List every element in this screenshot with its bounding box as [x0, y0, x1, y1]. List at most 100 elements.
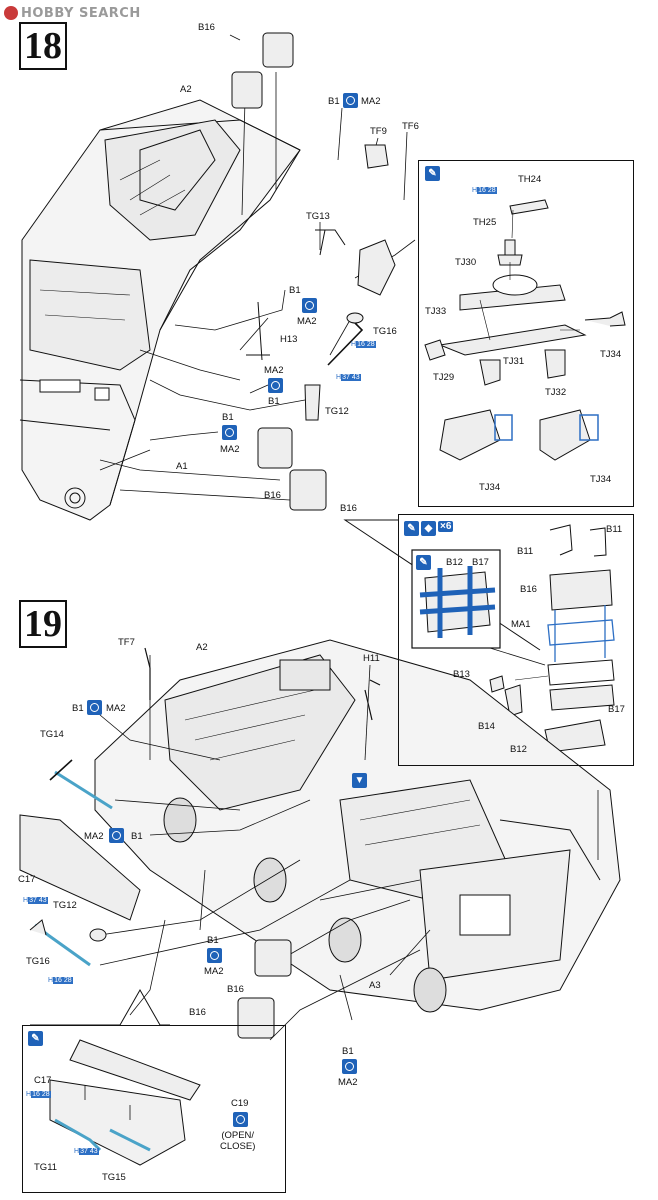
label-tf6: TF6 — [402, 121, 419, 132]
label-ma2: MA2 — [361, 96, 381, 107]
label-th25: TH25 — [473, 217, 497, 228]
label-tj31: TJ31 — [503, 356, 525, 367]
glue-icon: ✎ — [28, 1031, 43, 1046]
label-tj30: TJ30 — [455, 257, 477, 268]
label-ma2: MA2 — [338, 1077, 358, 1088]
label-b13: B13 — [453, 669, 470, 680]
label-b16: B16 — [340, 503, 357, 514]
label-c19: C19 — [231, 1098, 249, 1109]
label-ma2: MA2 — [220, 444, 240, 455]
leader-lines-step18 — [99, 34, 416, 501]
label-h13: H13 — [280, 334, 298, 345]
label-tj34: TJ34 — [590, 474, 612, 485]
cement-icon — [302, 298, 317, 313]
glue-icon: ✎ — [416, 555, 431, 570]
label-c17: C17 — [34, 1075, 52, 1086]
cement-icon — [87, 700, 102, 715]
label-tg15: TG15 — [102, 1172, 126, 1183]
label-b1: B1 — [268, 396, 280, 407]
label-ma2: MA2 — [106, 703, 126, 714]
inset19r-parts — [489, 524, 615, 753]
watermark-text: HOBBY SEARCH — [21, 5, 141, 21]
label-tj33: TJ33 — [425, 306, 447, 317]
label-b17: B17 — [608, 704, 625, 715]
label-ma2: MA2 — [264, 365, 284, 376]
label-b14: B14 — [478, 721, 495, 732]
cement-icon — [222, 425, 237, 440]
label-tg16: TG16 — [373, 326, 397, 337]
label-b16: B16 — [264, 490, 281, 501]
inset-panel-step19-right — [398, 514, 634, 766]
cement-icon — [342, 1059, 357, 1074]
label-tg11: TG11 — [34, 1162, 58, 1173]
label-b1: B1 — [207, 935, 219, 946]
inset19b-parts — [49, 1039, 201, 1166]
label-tg13: TG13 — [306, 211, 330, 222]
label-tj34: TJ34 — [479, 482, 501, 493]
label-b16: B16 — [227, 984, 244, 995]
label-tj29: TJ29 — [433, 372, 455, 383]
label-tj34: TJ34 — [600, 349, 622, 360]
cement-icon — [207, 948, 222, 963]
label-th24: TH24 — [518, 174, 542, 185]
label-tf7: TF7 — [118, 637, 135, 648]
label-tf9: TF9 — [370, 126, 387, 137]
label-tg16: TG16 — [26, 956, 50, 967]
hull-step19 — [94, 639, 621, 1013]
label-h11: H11 — [363, 653, 380, 664]
label-b17: B17 — [472, 557, 489, 568]
step-number-19: 19 — [19, 600, 67, 648]
label-b1: B1 — [131, 831, 143, 842]
open-close-note: (OPEN/ CLOSE) — [220, 1130, 256, 1152]
label-tg14: TG14 — [40, 729, 64, 740]
glue-icon: ✎ — [425, 166, 440, 181]
label-b1: B1 — [72, 703, 84, 714]
arrow-down-icon: ▼ — [352, 773, 367, 788]
label-ma2: MA2 — [84, 831, 104, 842]
label-tg12: TG12 — [325, 406, 349, 417]
label-b1: B1 — [222, 412, 234, 423]
label-a3: A3 — [369, 980, 381, 991]
label-b11: B11 — [606, 524, 623, 535]
step-number-18: 18 — [19, 22, 67, 70]
label-b1: B1 — [342, 1046, 354, 1057]
glue-icon: ✎ — [404, 521, 419, 536]
label-c17: C17 — [18, 874, 36, 885]
label-ma1: MA1 — [511, 619, 531, 630]
label-b1: B1 — [289, 285, 301, 296]
cement-icon — [268, 378, 283, 393]
label-a2: A2 — [196, 642, 208, 653]
paint-icon: ◆ — [421, 521, 436, 536]
watermark: HOBBY SEARCH — [4, 4, 141, 22]
label-b16: B16 — [198, 22, 215, 33]
label-b16: B16 — [189, 1007, 206, 1018]
hull-step18 — [19, 99, 301, 521]
quantity-badge: ×6 — [438, 521, 454, 532]
cement-icon — [343, 93, 358, 108]
inset-panel-step18 — [418, 160, 634, 507]
label-ma2: MA2 — [297, 316, 317, 327]
inset18-parts — [424, 199, 626, 461]
leader-lines-step19 — [99, 655, 599, 1041]
label-tj32: TJ32 — [545, 387, 567, 398]
label-ma2: MA2 — [204, 966, 224, 977]
hobby-search-logo-icon — [4, 6, 18, 20]
label-a2: A2 — [180, 84, 192, 95]
inset-panel-step19-bottom — [22, 1025, 286, 1193]
label-a1: A1 — [176, 461, 188, 472]
label-b11: B11 — [517, 546, 534, 557]
label-tg12: TG12 — [53, 900, 77, 911]
cement-icon — [233, 1112, 248, 1127]
label-b16: B16 — [520, 584, 537, 595]
cement-icon — [109, 828, 124, 843]
label-b1: B1 — [328, 96, 340, 107]
label-b12: B12 — [510, 744, 527, 755]
